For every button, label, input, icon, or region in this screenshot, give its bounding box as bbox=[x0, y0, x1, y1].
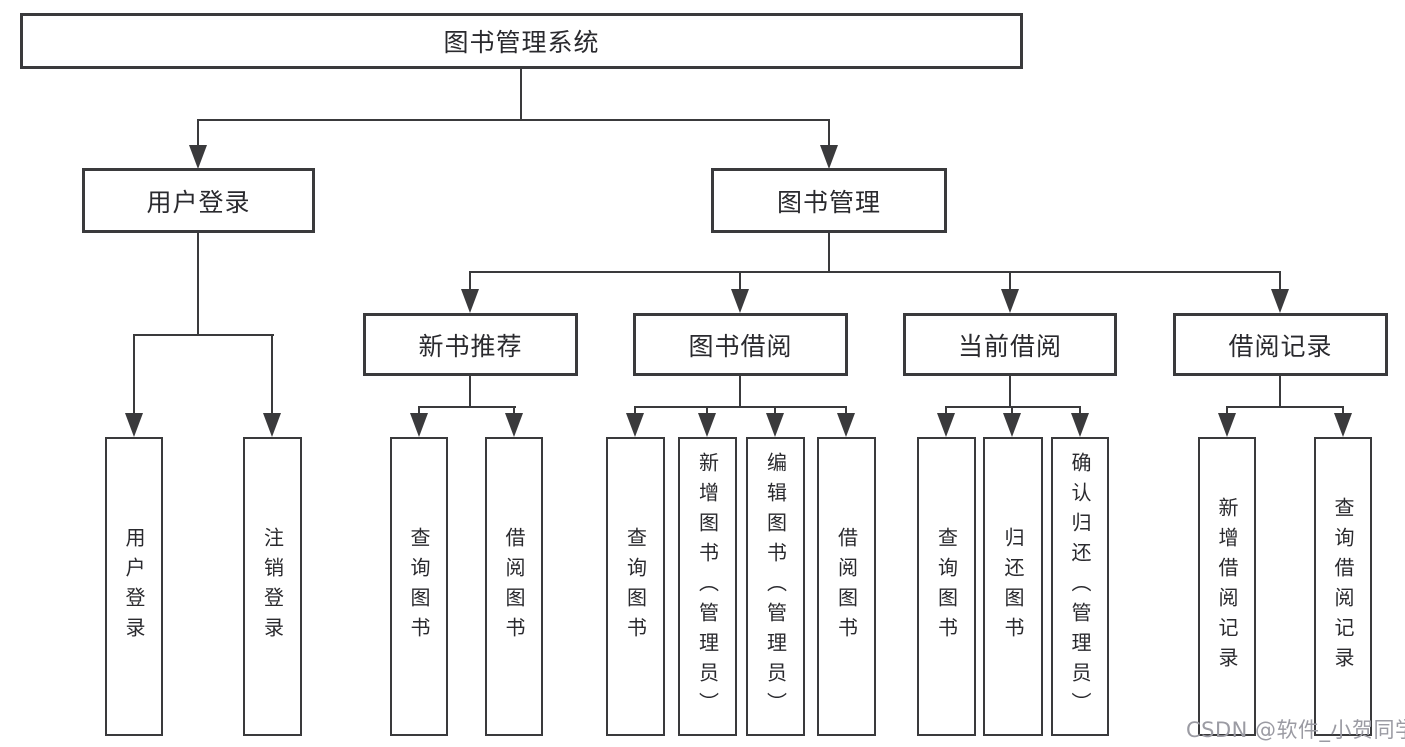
connector-line bbox=[828, 233, 830, 273]
arrow-down-icon bbox=[461, 289, 479, 313]
arrow-down-icon bbox=[837, 413, 855, 437]
connector-line bbox=[1079, 406, 1081, 416]
connector-line bbox=[739, 376, 741, 408]
connector-line bbox=[1009, 376, 1011, 408]
csdn-watermark: CSDN @软件_小贺同学 bbox=[1186, 718, 1405, 742]
leaf-query-books-recommend: 查询图书 bbox=[390, 437, 448, 736]
arrow-down-icon bbox=[698, 413, 716, 437]
connector-line bbox=[1279, 271, 1281, 291]
connector-line bbox=[469, 376, 471, 408]
connector-line bbox=[845, 406, 847, 416]
arrow-down-icon bbox=[1271, 289, 1289, 313]
connector-line bbox=[197, 233, 199, 336]
leaf-borrow-books-recommend: 借阅图书 bbox=[485, 437, 543, 736]
connector-line bbox=[197, 119, 199, 151]
connector-line bbox=[634, 406, 847, 408]
arrow-down-icon bbox=[189, 145, 207, 169]
connector-line bbox=[1279, 376, 1281, 408]
connector-line bbox=[774, 406, 776, 416]
arrow-down-icon bbox=[1001, 289, 1019, 313]
arrow-down-icon bbox=[766, 413, 784, 437]
connector-line bbox=[1226, 406, 1344, 408]
arrow-down-icon bbox=[1003, 413, 1021, 437]
leaf-query-borrow-record: 查询借阅记录 bbox=[1314, 437, 1372, 736]
node-user-login: 用户登录 bbox=[82, 168, 315, 233]
leaf-user-login: 用户登录 bbox=[105, 437, 163, 736]
connector-line bbox=[1342, 406, 1344, 416]
connector-line bbox=[945, 406, 947, 416]
leaf-borrow-books-recommend-label: 借阅图书 bbox=[502, 526, 526, 647]
node-current-borrowing: 当前借阅 bbox=[903, 313, 1117, 376]
arrow-down-icon bbox=[263, 413, 281, 437]
arrow-down-icon bbox=[731, 289, 749, 313]
leaf-logout: 注销登录 bbox=[243, 437, 302, 736]
node-library-management-system: 图书管理系统 bbox=[20, 13, 1023, 69]
connector-line bbox=[1011, 406, 1013, 416]
arrow-down-icon bbox=[125, 413, 143, 437]
leaf-query-books-recommend-label: 查询图书 bbox=[407, 526, 431, 647]
connector-line bbox=[418, 406, 420, 416]
connector-line bbox=[271, 334, 273, 415]
leaf-confirm-return-admin-label: 确认归还（管理员） bbox=[1068, 451, 1092, 722]
arrow-down-icon bbox=[1218, 413, 1236, 437]
leaf-return-book-label: 归还图书 bbox=[1001, 526, 1025, 647]
node-new-book-recommendation: 新书推荐 bbox=[363, 313, 578, 376]
leaf-add-book-admin-label: 新增图书（管理员） bbox=[695, 451, 720, 722]
connector-line bbox=[133, 334, 274, 336]
leaf-edit-book-admin-label: 编辑图书（管理员） bbox=[763, 451, 788, 722]
node-book-management: 图书管理 bbox=[711, 168, 947, 233]
leaf-query-books-borrow-label: 查询图书 bbox=[623, 526, 648, 647]
arrow-down-icon bbox=[937, 413, 955, 437]
leaf-confirm-return-admin: 确认归还（管理员） bbox=[1051, 437, 1109, 736]
node-borrowing-records: 借阅记录 bbox=[1173, 313, 1388, 376]
leaf-user-login-label: 用户登录 bbox=[122, 526, 146, 647]
leaf-query-books-current: 查询图书 bbox=[917, 437, 976, 736]
connector-line bbox=[739, 271, 741, 291]
node-book-borrowing: 图书借阅 bbox=[633, 313, 848, 376]
connector-line bbox=[520, 69, 522, 121]
connector-line bbox=[828, 119, 830, 151]
leaf-borrow-books-label: 借阅图书 bbox=[834, 526, 859, 647]
leaf-add-book-admin: 新增图书（管理员） bbox=[678, 437, 737, 736]
connector-line bbox=[513, 406, 515, 416]
arrow-down-icon bbox=[1071, 413, 1089, 437]
connector-line bbox=[1226, 406, 1228, 416]
connector-line bbox=[469, 271, 1281, 273]
connector-line bbox=[634, 406, 636, 416]
leaf-add-borrow-record-label: 新增借阅记录 bbox=[1215, 496, 1239, 677]
connector-line bbox=[469, 271, 471, 291]
leaf-borrow-books: 借阅图书 bbox=[817, 437, 876, 736]
arrow-down-icon bbox=[1334, 413, 1352, 437]
connector-line bbox=[418, 406, 516, 408]
leaf-return-book: 归还图书 bbox=[983, 437, 1043, 736]
arrow-down-icon bbox=[626, 413, 644, 437]
arrow-down-icon bbox=[410, 413, 428, 437]
leaf-logout-label: 注销登录 bbox=[260, 526, 285, 647]
connector-line bbox=[706, 406, 708, 416]
leaf-edit-book-admin: 编辑图书（管理员） bbox=[746, 437, 805, 736]
connector-line bbox=[198, 119, 830, 121]
arrow-down-icon bbox=[820, 145, 838, 169]
connector-line bbox=[945, 406, 1081, 408]
connector-line bbox=[1009, 271, 1011, 291]
leaf-query-books-current-label: 查询图书 bbox=[934, 526, 959, 647]
arrow-down-icon bbox=[505, 413, 523, 437]
leaf-query-borrow-record-label: 查询借阅记录 bbox=[1331, 496, 1355, 677]
connector-line bbox=[133, 334, 135, 415]
leaf-add-borrow-record: 新增借阅记录 bbox=[1198, 437, 1256, 736]
leaf-query-books-borrow: 查询图书 bbox=[606, 437, 665, 736]
